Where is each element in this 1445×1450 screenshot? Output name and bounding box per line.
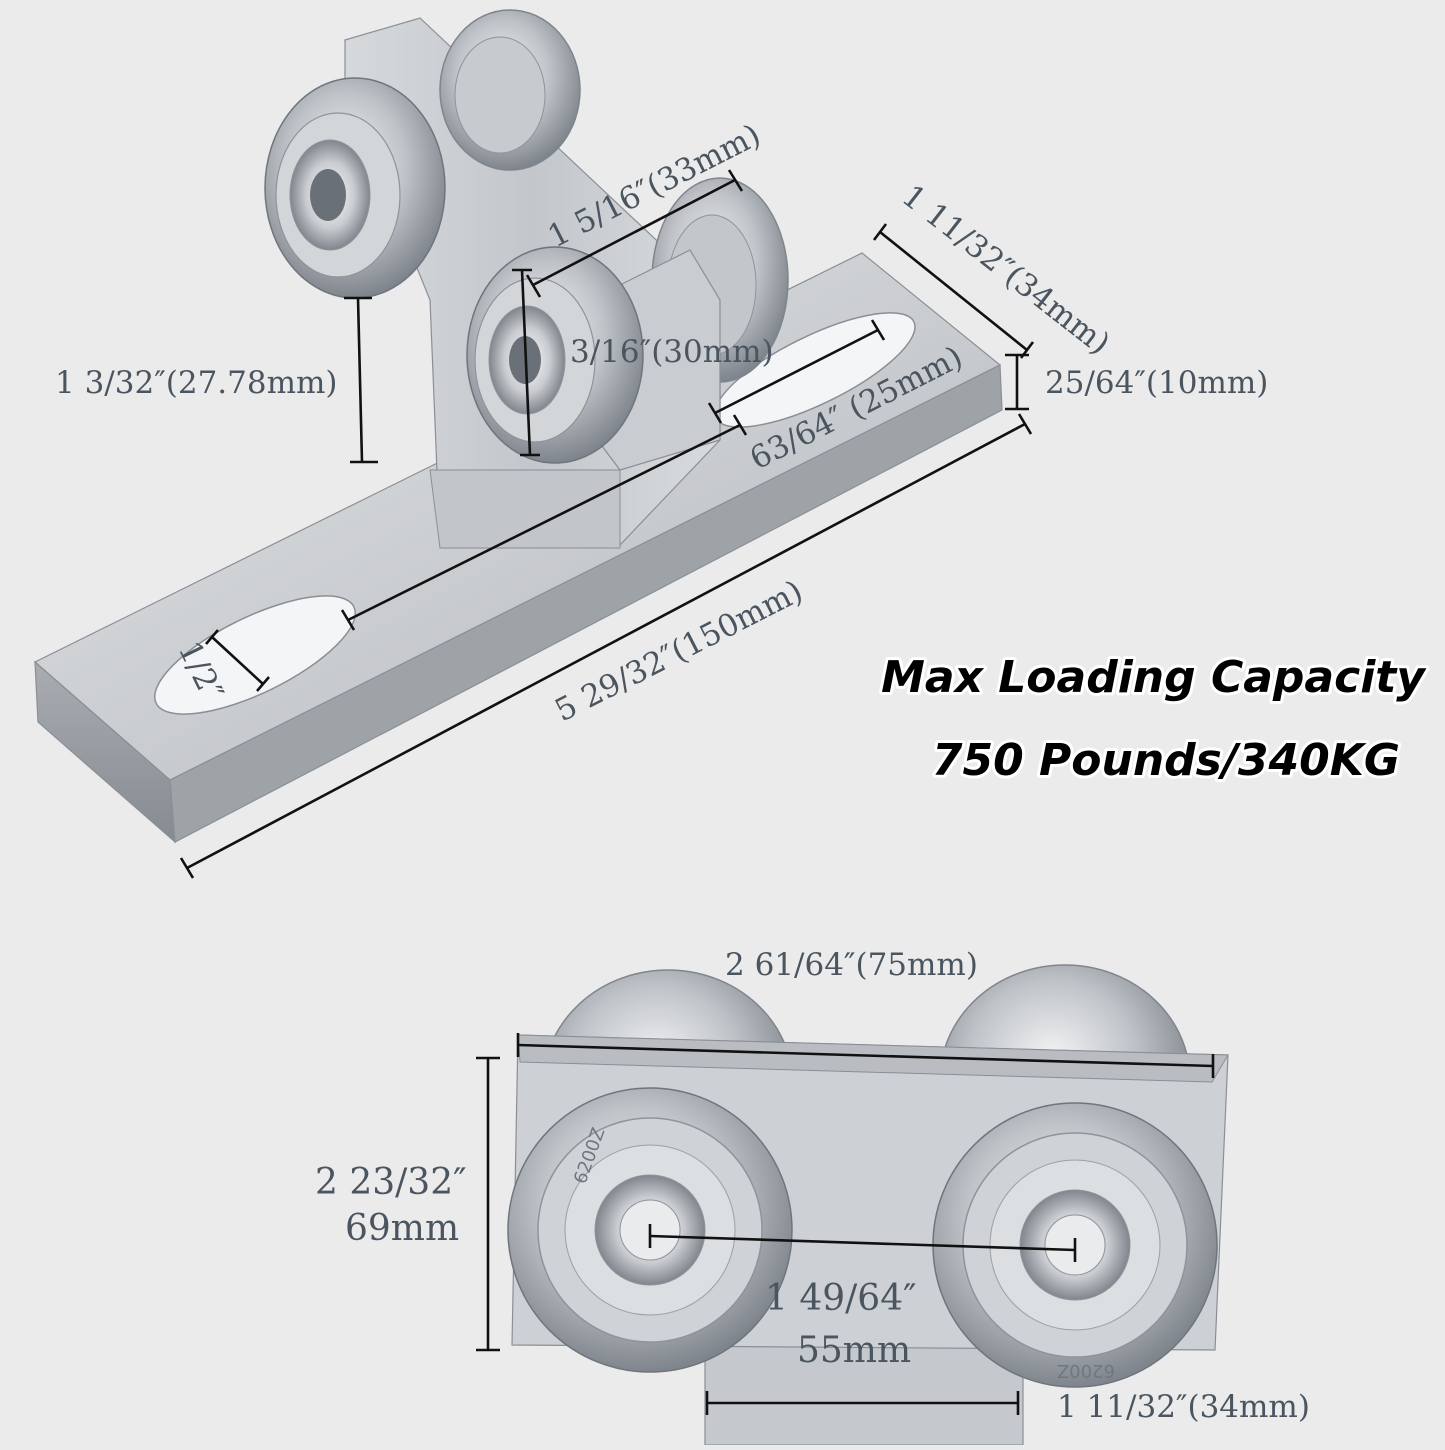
dim-wheel-height: 1 3/32″(27.78mm): [55, 365, 338, 401]
capacity-value: 750 Pounds/340KG: [932, 735, 1400, 786]
upright-fillet: [429, 469, 621, 549]
back-wheel-left: [439, 9, 581, 171]
front-plate-top: [517, 1034, 1229, 1083]
dim-overall-width: 2 61/64″(75mm): [725, 947, 978, 983]
front-wheel-right: [466, 246, 644, 464]
dim-wheel-width: 3/16″(30mm): [570, 334, 774, 370]
base-plate-end: [169, 364, 1003, 843]
dim-axle-spacing-mm: 55mm: [797, 1330, 911, 1371]
dim-height-in: 2 23/32″: [315, 1162, 467, 1203]
bottom-dimension-lines: [476, 1033, 1215, 1415]
dim-height-mm: 69mm: [345, 1208, 459, 1249]
dim-axle-spacing-in: 1 49/64″: [765, 1278, 917, 1319]
dim-plate-thickness: 25/64″(10mm): [1045, 365, 1268, 401]
dim-stem-width: 1 11/32″(34mm): [1057, 1389, 1310, 1425]
slot-left: [153, 595, 357, 715]
capacity-title: Max Loading Capacity: [881, 652, 1427, 703]
isometric-hanger-illustration: [33, 9, 1003, 844]
top-dimension-lines: [179, 169, 1035, 879]
front-wheel-left: [264, 77, 446, 299]
front-view-illustration: 6200Z 6200Z: [507, 964, 1229, 1446]
bearing-marking-right: 6200Z: [1057, 1360, 1115, 1381]
